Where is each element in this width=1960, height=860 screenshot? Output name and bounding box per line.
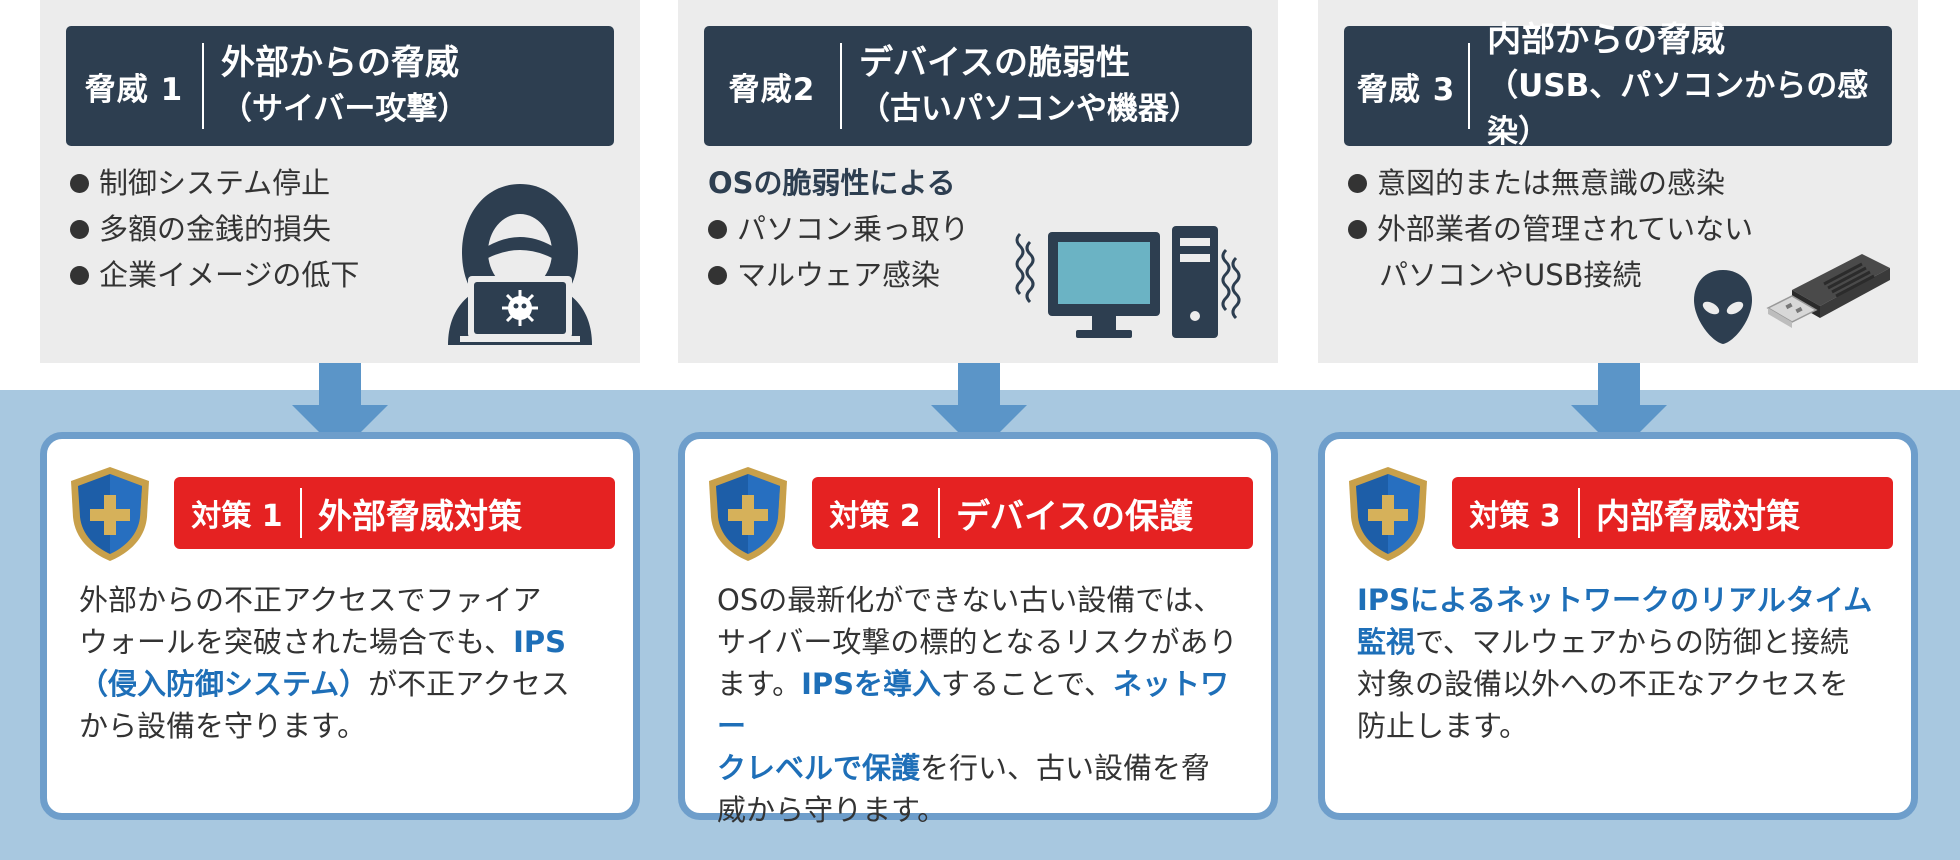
bullet-item: マルウェア感染: [706, 252, 969, 298]
body-line: ウォールを突破された場合でも、IPS: [79, 625, 567, 659]
measure-number: 対策 2: [829, 499, 921, 534]
threat-number: 脅威 3: [1356, 71, 1456, 108]
highlight-text: 監視: [1357, 625, 1416, 659]
body-line: 外部からの不正アクセスでファイア: [79, 583, 542, 617]
threat-title: 外部からの脅威: [221, 43, 459, 83]
body-line: 監視で、マルウェアからの防御と接続: [1357, 625, 1849, 659]
bullet-dot: [1348, 220, 1367, 239]
measure-body: OSの最新化ができない古い設備では、 サイバー攻撃の標的となるリスクがあり ます…: [717, 579, 1257, 831]
measure-header-1: 対策 1 外部脅威対策: [174, 477, 615, 549]
header-divider: [938, 488, 940, 538]
bullet-dot: [708, 266, 727, 285]
bullet-item: 意図的または無意識の感染: [1346, 160, 1753, 206]
body-line: から設備を守ります。: [79, 709, 367, 743]
measure-body: IPSによるネットワークのリアルタイム 監視で、マルウェアからの防御と接続 対象…: [1357, 579, 1897, 747]
measure-header-2: 対策 2 デバイスの保護: [812, 477, 1253, 549]
threat-bullets: 意図的または無意識の感染 外部業者の管理されていない パソコンやUSB接続: [1346, 160, 1753, 298]
measure-title: 外部脅威対策: [318, 496, 522, 537]
shield-icon: [71, 467, 149, 561]
header-divider: [202, 43, 204, 129]
threat-header-2: 脅威2 デバイスの脆弱性 （古いパソコンや機器）: [704, 26, 1252, 146]
body-line: OSの最新化ができない古い設備では、: [717, 583, 1223, 617]
threat-title: デバイスの脆弱性: [859, 43, 1130, 83]
body-line: サイバー攻撃の標的となるリスクがあり: [717, 625, 1238, 659]
shield-icon: [709, 467, 787, 561]
highlight-text: クレベルで保護: [717, 751, 921, 785]
threat-header-1: 脅威 1 外部からの脅威 （サイバー攻撃）: [66, 26, 614, 146]
body-line: 防止します。: [1357, 709, 1529, 743]
body-line: ます。IPSを導入することで、ネットワー: [717, 667, 1230, 743]
bullet-continuation: パソコンやUSB接続: [1379, 258, 1642, 292]
alien-icon: [1694, 270, 1752, 344]
highlight-text: IPSを導入: [801, 667, 942, 701]
header-divider: [300, 488, 302, 538]
down-arrow-icon: [292, 363, 388, 453]
body-line: クレベルで保護を行い、古い設備を脅: [717, 751, 1211, 785]
threat-card-3: 脅威 3 内部からの脅威 （USB、パソコンからの感染） 意図的または無意識の感…: [1318, 0, 1918, 363]
shield-icon: [1349, 467, 1427, 561]
threat-subtitle: （USB、パソコンからの感染）: [1487, 68, 1869, 150]
usb-icon: [1766, 254, 1890, 328]
measure-card-2: 対策 2 デバイスの保護 OSの最新化ができない古い設備では、 サイバー攻撃の標…: [678, 432, 1278, 827]
hacker-icon: [448, 184, 592, 345]
measure-body: 外部からの不正アクセスでファイア ウォールを突破された場合でも、IPS （侵入防…: [79, 579, 619, 747]
threat-subtitle: （サイバー攻撃）: [221, 91, 469, 127]
header-divider: [1468, 43, 1471, 129]
measure-card-3: 対策 3 内部脅威対策 IPSによるネットワークのリアルタイム 監視で、マルウェ…: [1318, 432, 1918, 820]
measure-card-1: 対策 1 外部脅威対策 外部からの不正アクセスでファイア ウォールを突破された場…: [40, 432, 640, 820]
bullet-item: 企業イメージの低下: [68, 252, 359, 298]
bullet-dot: [70, 174, 89, 193]
measure-header-3: 対策 3 内部脅威対策: [1452, 477, 1893, 549]
bullet-dot: [70, 220, 89, 239]
down-arrow-icon: [931, 363, 1027, 453]
measure-title: 内部脅威対策: [1596, 496, 1800, 537]
bullet-dot: [70, 266, 89, 285]
threat-number: 脅威 1: [84, 71, 184, 108]
threat-bullets: OSの脆弱性による パソコン乗っ取り マルウェア感染: [706, 160, 969, 298]
highlight-text: ネットワー: [717, 667, 1230, 743]
highlight-text: （侵入防御システム）: [79, 667, 369, 701]
measure-title: デバイスの保護: [956, 496, 1193, 537]
threat-bullets: 制御システム停止 多額の金銭的損失 企業イメージの低下: [68, 160, 359, 298]
threat-card-2: 脅威2 デバイスの脆弱性 （古いパソコンや機器） OSの脆弱性による パソコン乗…: [678, 0, 1278, 363]
highlight-text: IPSによるネットワークのリアルタイム: [1357, 583, 1873, 617]
threat-lead-text: OSの脆弱性による: [708, 166, 956, 200]
down-arrow-icon: [1571, 363, 1667, 453]
measure-number: 対策 3: [1469, 499, 1561, 534]
threat-number: 脅威2: [728, 71, 816, 108]
bullet-dot: [1348, 174, 1367, 193]
body-line: （侵入防御システム）が不正アクセス: [79, 667, 570, 701]
measure-number: 対策 1: [191, 499, 283, 534]
threat-subtitle: （古いパソコンや機器）: [859, 91, 1200, 127]
bullet-item: 制御システム停止: [68, 160, 359, 206]
highlight-text: IPS: [513, 625, 567, 659]
header-divider: [1578, 488, 1580, 538]
header-divider: [840, 43, 842, 129]
threat-card-1: 脅威 1 外部からの脅威 （サイバー攻撃） 制御システム停止 多額の金銭的損失 …: [40, 0, 640, 363]
bullet-dot: [708, 220, 727, 239]
body-line: 威から守ります。: [717, 793, 947, 827]
bullet-item: 多額の金銭的損失: [68, 206, 359, 252]
body-line: 対象の設備以外への不正なアクセスを: [1357, 667, 1849, 701]
threat-title: 内部からの脅威: [1487, 20, 1726, 60]
bullet-item: パソコン乗っ取り: [706, 206, 969, 252]
computer-icon: [1015, 226, 1241, 338]
threat-header-3: 脅威 3 内部からの脅威 （USB、パソコンからの感染）: [1344, 20, 1892, 150]
bullet-item: 外部業者の管理されていない: [1346, 206, 1753, 252]
